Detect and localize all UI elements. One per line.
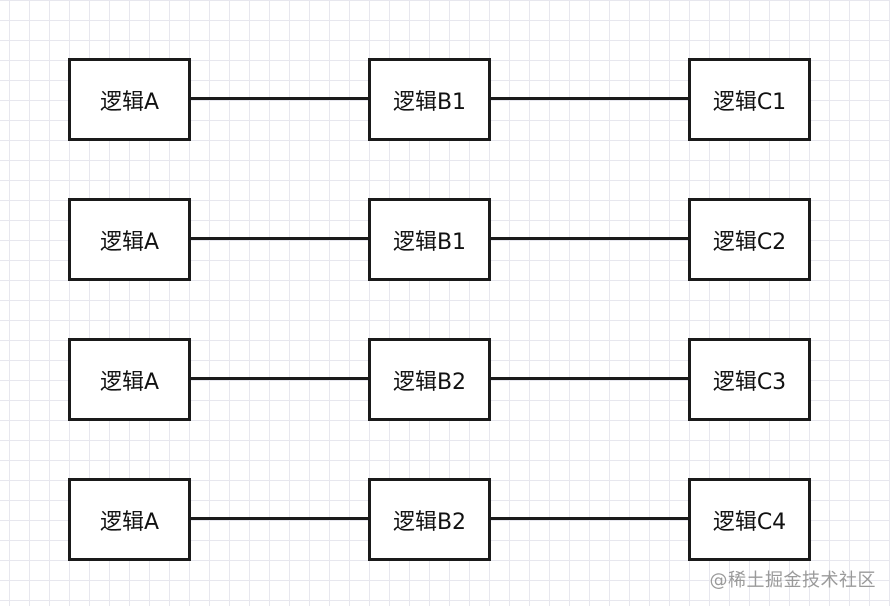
node-logic-c: 逻辑C1 bbox=[688, 58, 811, 141]
connector-line bbox=[490, 517, 690, 520]
connector-line bbox=[190, 97, 370, 100]
node-logic-c: 逻辑C2 bbox=[688, 198, 811, 281]
node-logic-a: 逻辑A bbox=[68, 478, 191, 561]
connector-line bbox=[190, 377, 370, 380]
connector-line bbox=[190, 517, 370, 520]
node-logic-b: 逻辑B1 bbox=[368, 58, 491, 141]
diagram-row-1: 逻辑A 逻辑B1 逻辑C1 bbox=[0, 58, 890, 141]
connector-line bbox=[490, 377, 690, 380]
diagram-row-2: 逻辑A 逻辑B1 逻辑C2 bbox=[0, 198, 890, 281]
node-logic-c: 逻辑C3 bbox=[688, 338, 811, 421]
watermark-text: @稀土掘金技术社区 bbox=[709, 570, 876, 591]
connector-line bbox=[190, 237, 370, 240]
node-logic-b: 逻辑B2 bbox=[368, 478, 491, 561]
diagram-row-3: 逻辑A 逻辑B2 逻辑C3 bbox=[0, 338, 890, 421]
node-logic-a: 逻辑A bbox=[68, 338, 191, 421]
node-logic-a: 逻辑A bbox=[68, 198, 191, 281]
connector-line bbox=[490, 97, 690, 100]
diagram-row-4: 逻辑A 逻辑B2 逻辑C4 bbox=[0, 478, 890, 561]
node-logic-a: 逻辑A bbox=[68, 58, 191, 141]
node-logic-b: 逻辑B2 bbox=[368, 338, 491, 421]
connector-line bbox=[490, 237, 690, 240]
node-logic-c: 逻辑C4 bbox=[688, 478, 811, 561]
node-logic-b: 逻辑B1 bbox=[368, 198, 491, 281]
